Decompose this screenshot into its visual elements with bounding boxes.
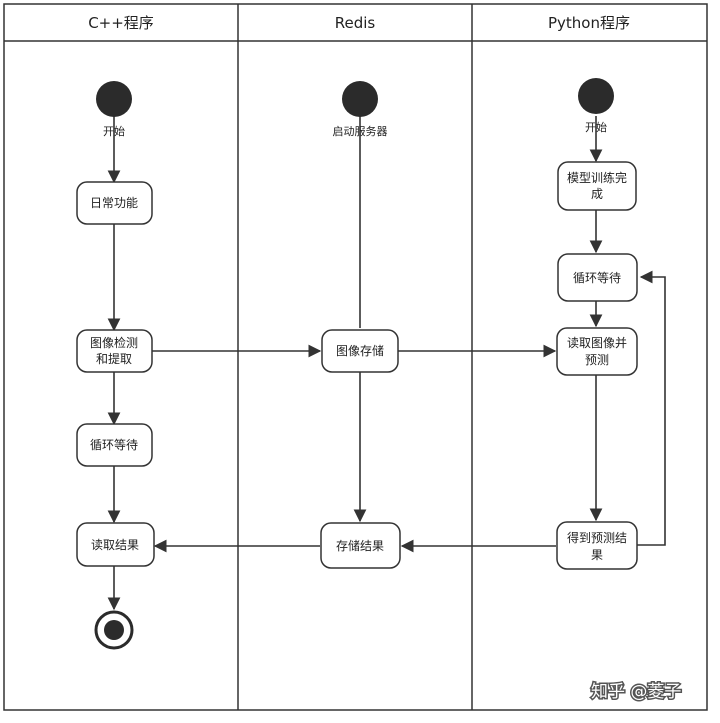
node-store-result-box [320, 522, 401, 569]
watermark: 知乎 @菱子 [590, 681, 683, 704]
node-train-box [557, 161, 637, 211]
edges [107, 116, 666, 611]
node-cpp-read-box [76, 522, 155, 567]
node-daily-text: 日常功能 [90, 196, 138, 210]
node-py-read-text-2: 预测 [585, 353, 609, 367]
node-py-read-box [556, 327, 638, 376]
redis-start-node [342, 81, 378, 117]
node-cpp-wait-box [76, 423, 153, 467]
node-store-image-text: 图像存储 [336, 343, 384, 358]
node-py-result-text-1: 得到预测结 [567, 530, 627, 545]
redis-start-label: 启动服务器 [333, 125, 388, 138]
node-store-result-text: 存储结果 [336, 538, 384, 553]
node-detect-text-2: 和提取 [96, 351, 132, 366]
python-start-label: 开始 [585, 120, 607, 134]
node-detect-box [76, 329, 153, 373]
node-py-read-text-1: 读取图像并 [567, 336, 627, 350]
node-detect-text-1: 图像检测 [90, 335, 138, 350]
node-train-text-2: 成 [591, 187, 603, 201]
watermark-text: 知乎 @菱子 [591, 682, 681, 702]
node-cpp-wait-text: 循环等待 [90, 438, 138, 452]
node-train-text-1: 模型训练完 [567, 170, 627, 185]
swimlane-frame [3, 3, 708, 711]
lane-title-python: Python程序 [548, 14, 630, 32]
node-cpp-read-text: 读取结果 [91, 538, 139, 552]
edge-result-loop-to-wait [637, 270, 666, 546]
cpp-end-node [94, 610, 134, 650]
lane-title-cpp: C++程序 [88, 14, 154, 32]
node-store-image-box [321, 329, 399, 373]
node-py-result-text-2: 果 [591, 548, 603, 562]
node-py-wait-box [557, 253, 638, 302]
node-py-wait-text: 循环等待 [573, 271, 621, 285]
cpp-start-node [96, 81, 132, 117]
node-py-result-box [556, 521, 638, 570]
node-daily-box [76, 181, 153, 225]
python-start-node [578, 78, 614, 114]
cpp-start-label: 开始 [103, 124, 125, 138]
lane-title-redis: Redis [335, 14, 376, 32]
